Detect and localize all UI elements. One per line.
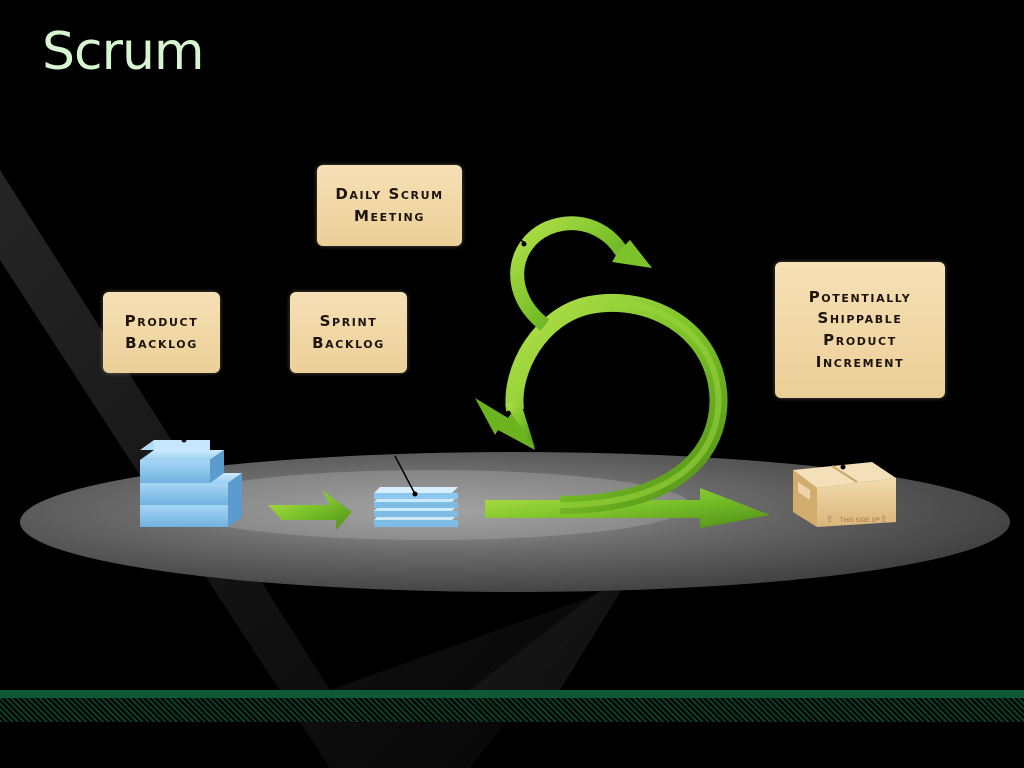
increment-pointer xyxy=(842,397,849,468)
background-light-beam-right xyxy=(470,560,640,690)
svg-text:⇧: ⇧ xyxy=(826,515,834,525)
product-backlog-label: Product Backlog xyxy=(103,292,220,373)
sprint-backlog-pointer xyxy=(394,455,416,495)
potentially-shippable-increment-label: Potentially Shippable Product Increment xyxy=(775,262,945,398)
product-backlog-label-line-2: Backlog xyxy=(125,333,198,352)
daily-scrum-pointer xyxy=(461,209,525,243)
increment-label-line-1: Potentially xyxy=(808,287,912,306)
sprint-backlog-label: Sprint Backlog xyxy=(290,292,407,373)
daily-scrum-label-line-1: Daily Scrum xyxy=(335,184,444,203)
daily-scrum-meeting-label: Daily Scrum Meeting xyxy=(317,165,462,246)
footer-band xyxy=(0,690,1024,722)
flow-arrow-1-icon xyxy=(268,490,352,530)
product-backlog-label-line-1: Product xyxy=(124,311,199,330)
daily-cycle-arrow-icon xyxy=(510,216,652,331)
increment-label-line-4: Increment xyxy=(815,352,905,371)
product-backlog-stack-icon xyxy=(140,440,242,527)
product-backlog-pointer xyxy=(171,372,185,441)
box-stamp-text: THIS SIDE UP xyxy=(839,517,880,524)
daily-scrum-label-line-2: Meeting xyxy=(354,206,425,225)
shippable-box-icon: THIS SIDE UP ⇧ ⇧ xyxy=(793,462,896,527)
svg-text:⇧: ⇧ xyxy=(880,515,888,525)
platform-ellipse xyxy=(20,452,1010,592)
sprint-backlog-label-line-1: Sprint xyxy=(319,311,378,330)
sprint-cycle-arrow-icon xyxy=(475,293,770,528)
increment-label-line-3: Product xyxy=(823,331,897,349)
increment-label-line-2: Shippable xyxy=(817,309,903,328)
sprint-backlog-label-line-2: Backlog xyxy=(312,333,385,352)
slide-title: Scrum xyxy=(42,22,205,82)
